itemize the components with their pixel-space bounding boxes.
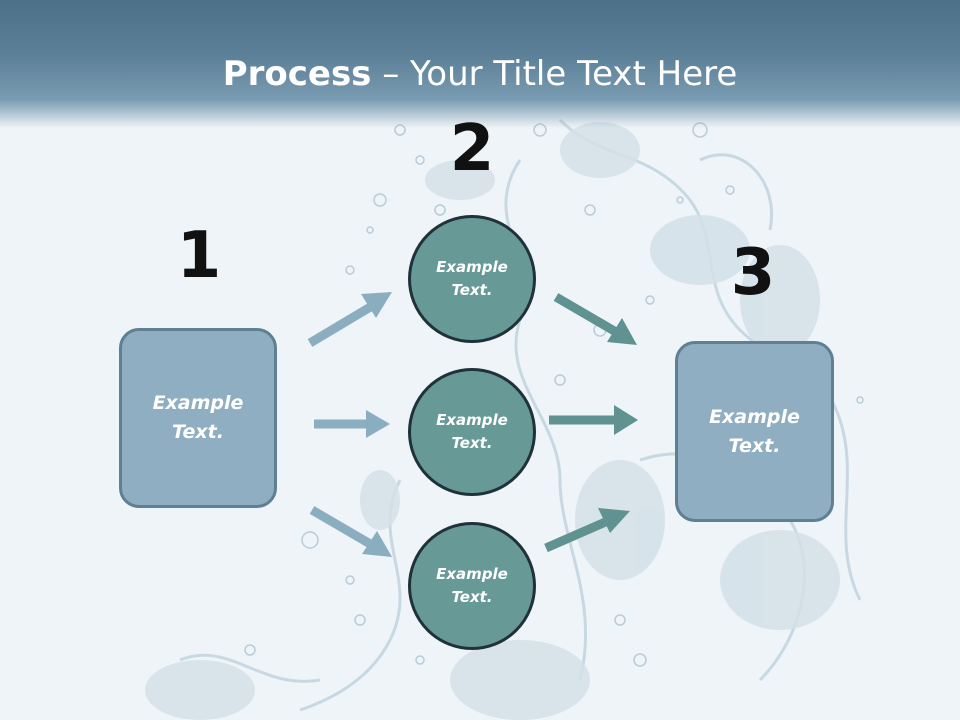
step-1-label: Example Text. [152, 392, 244, 443]
arrow-down-left [309, 506, 392, 557]
title-rest: – Your Title Text Here [371, 54, 738, 94]
step-3-label: Example Text. [709, 405, 800, 457]
step-number-1: 1 [176, 219, 222, 293]
step-1-box: Example Text. [119, 328, 277, 508]
step-2-circle-middle: Example Text. [408, 368, 536, 496]
title-bold-word: Process [222, 54, 372, 94]
step-number-2: 2 [449, 112, 495, 186]
circle-bottom-label: Example Text. [436, 565, 508, 606]
step-3-box: Example Text. [675, 341, 834, 522]
arrow-straight-right [549, 405, 638, 435]
arrow-down-right [553, 293, 637, 345]
title-bar [0, 0, 960, 128]
circle-middle-label: Example Text. [436, 411, 508, 452]
arrow-up-left [307, 292, 392, 347]
arrow-up-right [544, 508, 630, 553]
step-2-circle-top: Example Text. [408, 215, 536, 343]
step-2-circle-bottom: Example Text. [408, 522, 536, 650]
step-number-3: 3 [730, 236, 776, 310]
arrow-straight-left [314, 410, 390, 438]
page-title: Process – Your Title Text Here [0, 52, 960, 96]
circle-top-label: Example Text. [436, 258, 508, 299]
